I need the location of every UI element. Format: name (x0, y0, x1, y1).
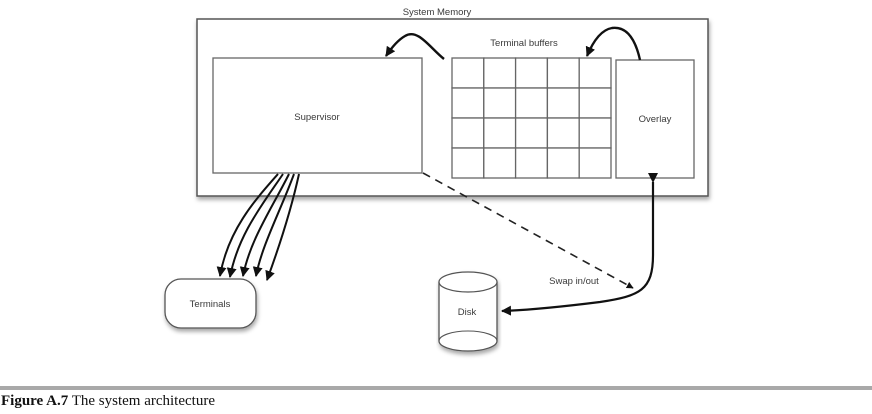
buffers-to-supervisor-arrow (385, 33, 445, 60)
supervisor-node: Supervisor (212, 57, 423, 174)
buffer-cell (578, 87, 612, 119)
buffer-cell (546, 57, 580, 89)
overlay-box (615, 59, 695, 179)
figure-caption: Figure A.7 The system architecture (1, 393, 215, 410)
buffer-cell (578, 147, 612, 179)
terminal-buffers-grid (451, 57, 612, 179)
buffer-cell (451, 57, 485, 89)
system-architecture-diagram: System Memory Supervisor Terminal buffer… (164, 7, 709, 352)
disk-node (438, 271, 498, 352)
buffer-cell (546, 87, 580, 119)
buffer-cell (483, 87, 517, 119)
buffer-cell (514, 87, 549, 119)
buffer-cell (546, 117, 580, 149)
terminals-node: Terminals (164, 278, 257, 329)
overlay-label: Overlay (639, 114, 672, 125)
supervisor-to-terminals-arrows (216, 173, 300, 281)
terminals-shape (164, 278, 257, 329)
buffer-cell (451, 117, 485, 149)
buffer-cell (483, 57, 517, 89)
disk-label: Disk (458, 307, 477, 318)
caption-rule (0, 386, 872, 390)
buffer-cell (483, 117, 517, 149)
terminal-arrow (226, 173, 284, 278)
disk-body (438, 282, 498, 352)
terminal-arrow (216, 173, 279, 277)
disk-top (438, 271, 498, 293)
terminal-buffers-node: Terminal buffers (451, 38, 612, 179)
terminal-buffers-label: Terminal buffers (490, 38, 558, 49)
buffer-cell (514, 57, 549, 89)
buffer-cell (451, 87, 485, 119)
figure-label: Figure A.7 (1, 393, 69, 409)
disk-bottom-rim (438, 330, 498, 342)
overlay-node: Overlay (615, 59, 695, 179)
buffer-cell (578, 57, 612, 89)
buffer-cell (546, 147, 580, 179)
swap-in-out-label: Swap in/out (549, 276, 599, 287)
buffer-cell (483, 147, 517, 179)
supervisor-box (212, 57, 423, 174)
buffer-cell (514, 117, 549, 149)
terminal-arrow (252, 173, 295, 277)
terminal-arrow (265, 173, 300, 281)
figure-title: The system architecture (71, 393, 215, 409)
overlay-disk-swap-arrow (501, 173, 658, 316)
overlay-to-buffers-arrow (585, 26, 642, 61)
buffer-cell (451, 147, 485, 179)
supervisor-label: Supervisor (294, 112, 339, 123)
buffer-cell (514, 147, 549, 179)
system-memory-label: System Memory (403, 7, 472, 18)
buffer-cell (578, 117, 612, 149)
terminal-arrow (239, 173, 290, 277)
terminals-label: Terminals (190, 299, 231, 310)
